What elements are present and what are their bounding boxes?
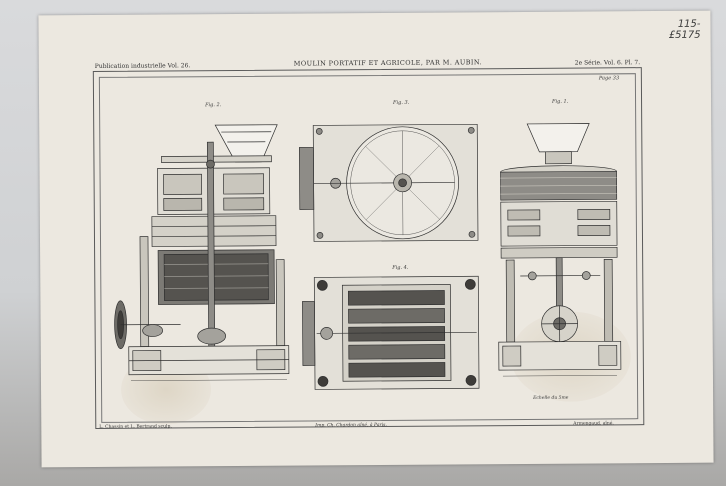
footer-author: Armengaud, aîné. (573, 421, 614, 427)
footer-engravers: L. Chassin et L. Bertrand sculp. (99, 424, 172, 430)
footer-printer: Imp. Ch. Chardon aîné, à Paris. (315, 422, 387, 429)
scale-label: Echelle du 5me (533, 395, 569, 401)
fig4-section-plan (302, 275, 480, 390)
engraving-sheet: 115- £5175 Publication industrielle Vol.… (38, 10, 714, 468)
engraving-illustration (114, 123, 622, 390)
fig3-plan-view (299, 123, 479, 242)
fig2-side-elevation (114, 124, 290, 381)
fig1-front-elevation (498, 123, 622, 377)
